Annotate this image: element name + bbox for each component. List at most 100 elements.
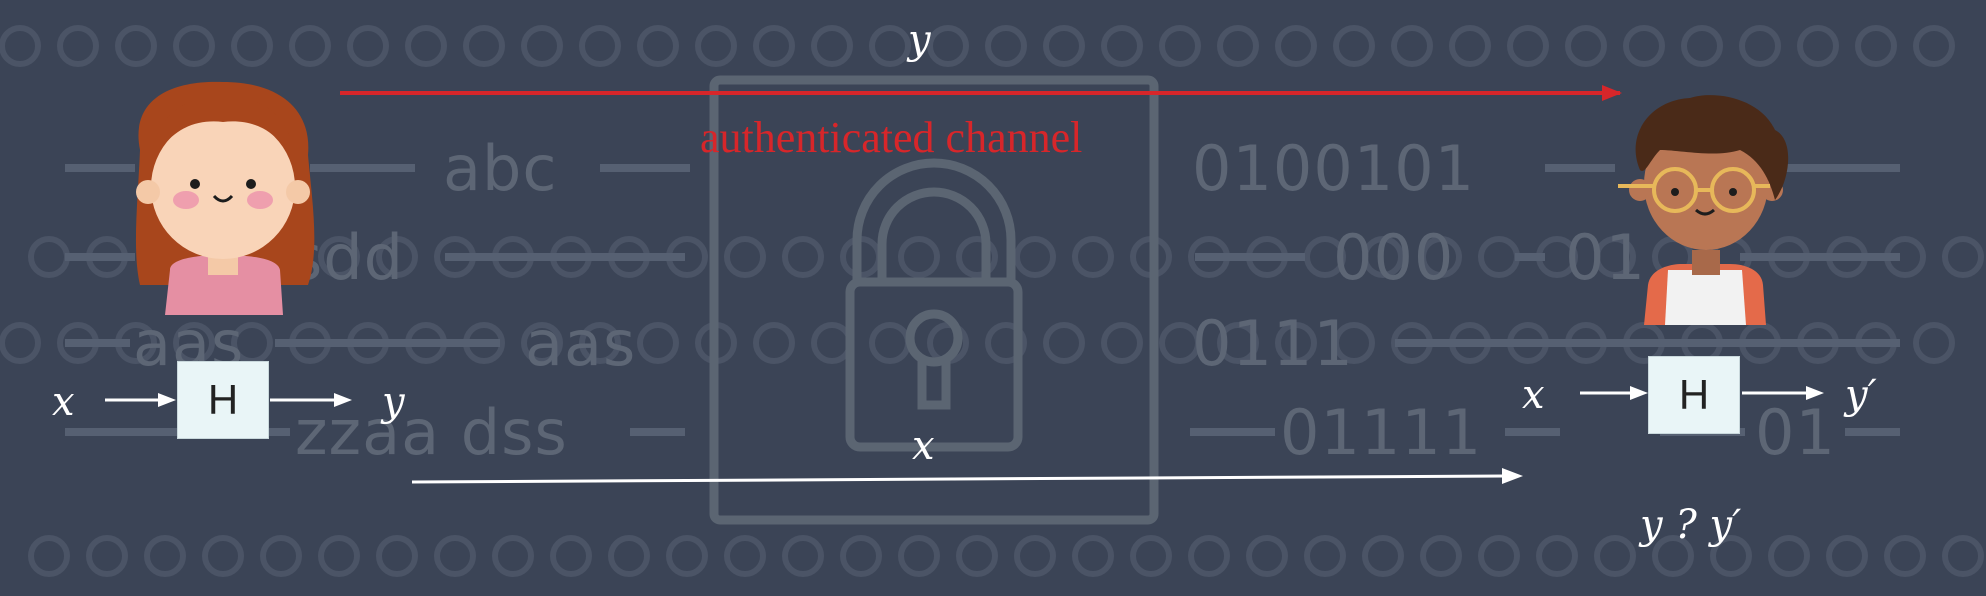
background-dot [1362, 535, 1404, 577]
background-dot [666, 535, 708, 577]
bob-input-label: x [1522, 372, 1545, 418]
background-dot [1420, 236, 1462, 278]
plain-channel-arrowhead [1502, 468, 1523, 484]
background-dot [405, 25, 447, 67]
background-dot [492, 535, 534, 577]
background-dot [1594, 236, 1636, 278]
background-dot [1101, 322, 1143, 364]
bg-text-bits-1: 0100101 [1192, 132, 1476, 205]
background-dot [1362, 236, 1404, 278]
background-dot [1652, 535, 1694, 577]
background-dot [869, 25, 911, 67]
background-dot [985, 25, 1027, 67]
background-dot [347, 25, 389, 67]
background-dot [927, 25, 969, 67]
background-dot [1797, 25, 1839, 67]
background-dot [1768, 535, 1810, 577]
background-dot [898, 236, 940, 278]
background-dot [521, 322, 563, 364]
bg-text-bits-3: 01 [1565, 221, 1646, 294]
background-dot [1014, 535, 1056, 577]
bg-text-zzaa-dss: zzaa dss [295, 396, 568, 469]
background-dot [1507, 25, 1549, 67]
background-dot [1942, 236, 1984, 278]
alice-input-arrowhead [158, 393, 176, 407]
plain-channel-value: x [912, 423, 935, 469]
background-dot [463, 25, 505, 67]
background-dot [1884, 535, 1926, 577]
bg-text-bits-5: 01111 [1280, 396, 1483, 469]
background-dot [985, 322, 1027, 364]
bob-input-arrowhead [1630, 386, 1648, 400]
plain-channel-arrow [411, 474, 1506, 484]
background-dot [840, 535, 882, 577]
bob-output-label: y′ [1845, 372, 1877, 418]
background-dot [318, 236, 360, 278]
background-dot [1072, 236, 1114, 278]
background-dot [579, 322, 621, 364]
background-dot [1594, 535, 1636, 577]
background-dot [86, 535, 128, 577]
background-dot [1855, 25, 1897, 67]
background-dot [753, 25, 795, 67]
background-dot [1130, 535, 1172, 577]
background-dot [1275, 25, 1317, 67]
boy-avatar-icon [1618, 95, 1789, 325]
background-dot [1623, 25, 1665, 67]
background-dot [1826, 535, 1868, 577]
background-dot [608, 535, 650, 577]
background-dot [1710, 535, 1752, 577]
background-dot [1014, 236, 1056, 278]
background-dot [724, 236, 766, 278]
background-dot [1043, 25, 1085, 67]
background-dot [1188, 535, 1230, 577]
background-dot [1478, 535, 1520, 577]
background-dot [521, 25, 563, 67]
background-dot [57, 25, 99, 67]
background-dot [28, 535, 70, 577]
padlock-icon [709, 75, 1159, 525]
background-dot [1449, 25, 1491, 67]
background-dot [1217, 322, 1259, 364]
background-dot [318, 535, 360, 577]
background-dot [1246, 535, 1288, 577]
background-dot [956, 236, 998, 278]
background-dot [579, 25, 621, 67]
background-dot [144, 535, 186, 577]
background-dot [637, 25, 679, 67]
background-dot [1739, 25, 1781, 67]
background-dot [637, 322, 679, 364]
background-dot [1275, 322, 1317, 364]
background-dot [0, 25, 41, 67]
background-dot [1101, 25, 1143, 67]
background-dot [376, 535, 418, 577]
authenticated-channel-arrowhead [1602, 85, 1622, 101]
background-dot [1681, 25, 1723, 67]
background-dot [115, 25, 157, 67]
girl-avatar-icon [135, 81, 315, 315]
background-dot [1391, 25, 1433, 67]
authenticated-channel-value: y [908, 17, 931, 63]
background-dot [782, 236, 824, 278]
authenticated-channel-label: authenticated channel [700, 113, 1083, 162]
background-dot [1159, 322, 1201, 364]
background-dot [753, 322, 795, 364]
bg-text-aas-right: aas [525, 307, 637, 380]
background-dot [0, 322, 41, 364]
bob-hash-function-label: H [1678, 371, 1710, 418]
bg-text-abc: abc [443, 132, 558, 205]
bg-text-bits-2: 000 [1333, 221, 1455, 294]
background-dot [724, 535, 766, 577]
bob-hash-function-box: H [1648, 356, 1740, 434]
background-dot [1304, 535, 1346, 577]
background-dot [260, 535, 302, 577]
background-dot [202, 535, 244, 577]
background-dot [434, 535, 476, 577]
background-dot [1420, 535, 1462, 577]
background-dot [956, 535, 998, 577]
background-dot [550, 535, 592, 577]
background-dot [898, 535, 940, 577]
background-dot [289, 25, 331, 67]
